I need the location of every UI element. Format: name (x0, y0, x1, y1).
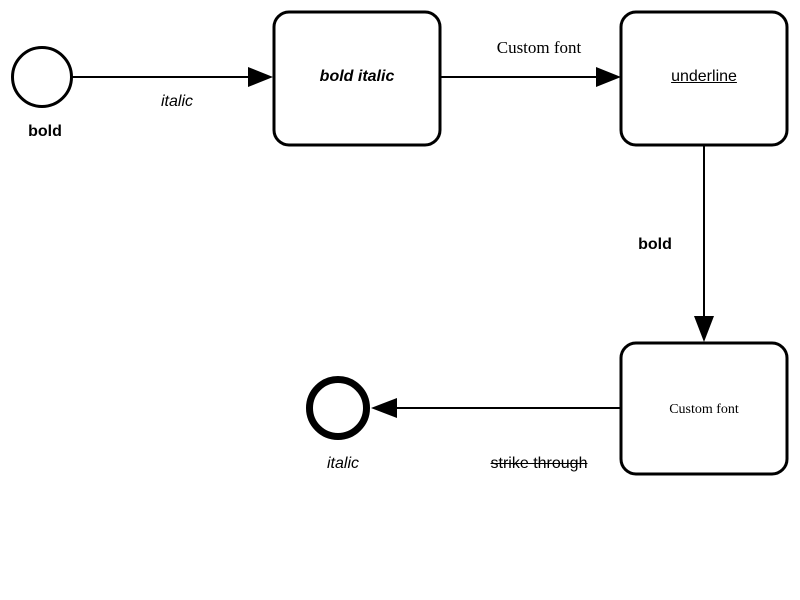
task1-box[interactable] (272, 10, 442, 147)
flow-task2-to-task3-arrowhead (694, 316, 714, 342)
flow-task2-to-task3[interactable] (694, 145, 714, 342)
end-event-label: italic (326, 455, 360, 472)
task1-label: bold italic (319, 68, 395, 85)
task3-label: Custom font (669, 402, 739, 417)
flow-task3-to-end[interactable] (371, 398, 621, 418)
task2-label: underline (671, 68, 737, 85)
flow-task1-to-task2-label: Custom font (496, 38, 582, 57)
flow-start-to-task1-label: italic (160, 93, 194, 110)
flow-task3-to-end-arrowhead (371, 398, 397, 418)
start-event[interactable] (11, 46, 73, 108)
end-event[interactable] (306, 376, 370, 440)
flow-start-to-task1[interactable] (72, 67, 273, 87)
flow-start-to-task1-arrowhead (248, 67, 273, 87)
flow-task1-to-task2-arrowhead (596, 67, 621, 87)
flow-task2-to-task3-label: bold (638, 236, 672, 253)
flow-task1-to-task2[interactable] (440, 67, 621, 87)
start-event-label: bold (28, 123, 62, 140)
flow-task3-to-end-label: strike through (490, 455, 588, 472)
